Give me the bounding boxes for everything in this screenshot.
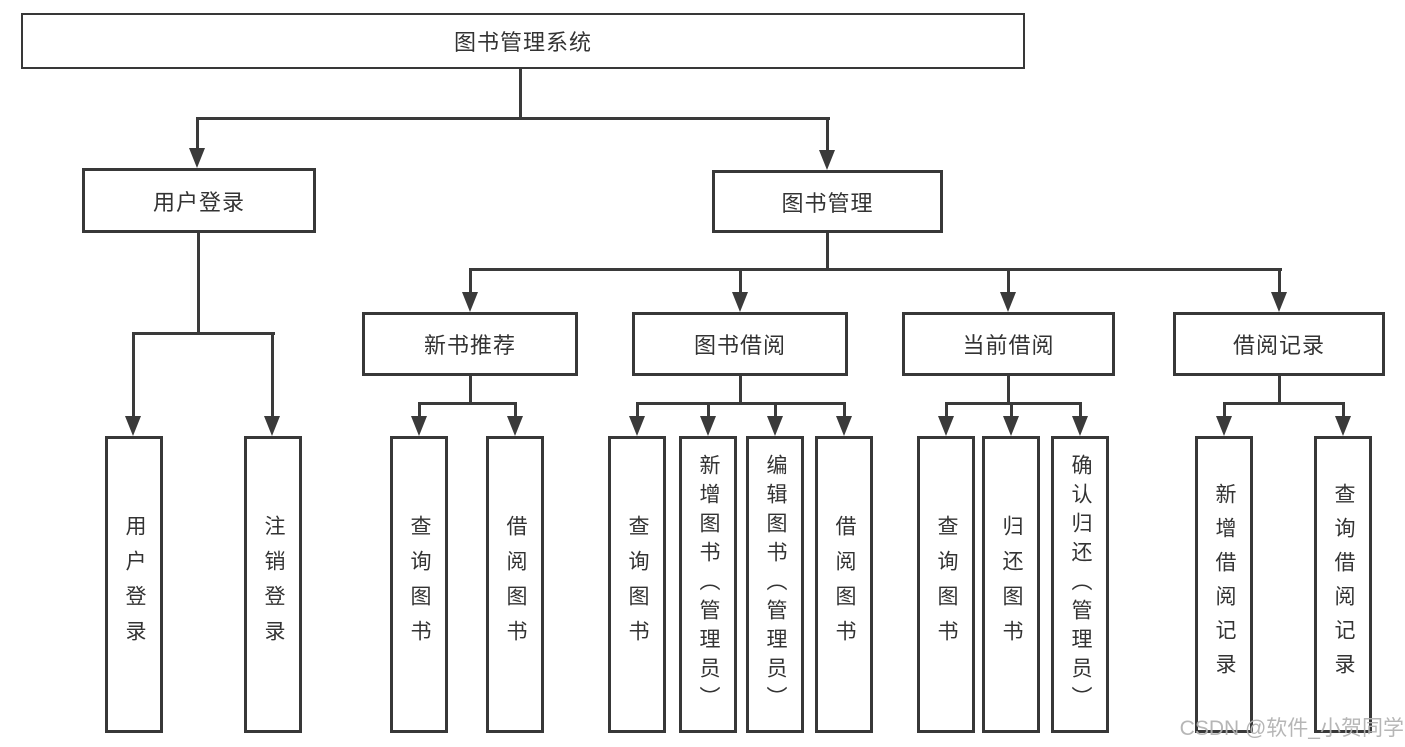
connector-line bbox=[739, 268, 742, 294]
arrow-down-icon bbox=[1335, 416, 1351, 436]
leaf-add-borrow-record: 新增借阅记录 bbox=[1195, 436, 1253, 733]
leaf-confirm-return-admin: 确认归还（管理员） bbox=[1051, 436, 1109, 733]
arrow-down-icon bbox=[507, 416, 523, 436]
connector-line bbox=[636, 402, 846, 405]
connector-line bbox=[469, 268, 1282, 271]
connector-line bbox=[196, 117, 199, 150]
leaf-label: 注销登录 bbox=[262, 514, 285, 655]
leaf-edit-book-admin: 编辑图书（管理员） bbox=[746, 436, 804, 733]
leaf-label: 查询借阅记录 bbox=[1332, 482, 1355, 687]
leaf-label: 查询图书 bbox=[408, 514, 431, 655]
node-current-borrow: 当前借阅 bbox=[902, 312, 1115, 376]
arrow-down-icon bbox=[1072, 416, 1088, 436]
leaf-label: 新增图书（管理员） bbox=[697, 454, 720, 715]
arrow-down-icon bbox=[700, 416, 716, 436]
leaf-label: 确认归还（管理员） bbox=[1069, 454, 1092, 715]
arrow-down-icon bbox=[462, 292, 478, 312]
arrow-down-icon bbox=[411, 416, 427, 436]
leaf-query-book-borrow: 查询图书 bbox=[608, 436, 666, 733]
connector-line bbox=[132, 332, 275, 335]
connector-line bbox=[1342, 402, 1345, 418]
connector-line bbox=[514, 402, 517, 418]
leaf-borrow-book-recommend: 借阅图书 bbox=[486, 436, 544, 733]
node-book-borrow: 图书借阅 bbox=[632, 312, 848, 376]
node-label: 用户登录 bbox=[152, 189, 245, 215]
connector-line bbox=[1223, 402, 1226, 418]
arrow-down-icon bbox=[1003, 416, 1019, 436]
connector-line bbox=[469, 374, 472, 405]
leaf-label: 归还图书 bbox=[1000, 514, 1023, 655]
arrow-down-icon bbox=[1216, 416, 1232, 436]
connector-line bbox=[826, 117, 829, 152]
node-label: 图书管理 bbox=[781, 190, 874, 216]
node-label: 借阅记录 bbox=[1232, 333, 1325, 358]
connector-line bbox=[418, 402, 421, 418]
connector-line bbox=[469, 268, 472, 294]
arrow-down-icon bbox=[836, 416, 852, 436]
connector-line bbox=[1010, 402, 1013, 418]
connector-line bbox=[1278, 374, 1281, 405]
connector-line bbox=[636, 402, 639, 418]
arrow-down-icon bbox=[1271, 292, 1287, 312]
leaf-return-book: 归还图书 bbox=[982, 436, 1040, 733]
connector-line bbox=[1079, 402, 1082, 418]
csdn-watermark: CSDN @软件_小贺同学 bbox=[1179, 717, 1404, 740]
leaf-logout: 注销登录 bbox=[244, 436, 302, 733]
node-label: 新书推荐 bbox=[423, 333, 516, 358]
connector-line bbox=[945, 402, 1082, 405]
node-book-management: 图书管理 bbox=[712, 170, 943, 233]
arrow-down-icon bbox=[629, 416, 645, 436]
node-label: 当前借阅 bbox=[962, 333, 1055, 358]
connector-line bbox=[707, 402, 710, 418]
connector-line bbox=[826, 231, 829, 271]
leaf-label: 借阅图书 bbox=[504, 514, 527, 655]
connector-line bbox=[1278, 268, 1281, 294]
connector-line bbox=[1007, 374, 1010, 405]
connector-line bbox=[418, 402, 517, 405]
leaf-label: 查询图书 bbox=[626, 514, 649, 655]
root-node-library-system: 图书管理系统 bbox=[21, 13, 1025, 69]
arrow-down-icon bbox=[264, 416, 280, 436]
connector-line bbox=[197, 231, 200, 335]
leaf-label: 查询图书 bbox=[935, 514, 958, 655]
leaf-label: 新增借阅记录 bbox=[1213, 482, 1236, 687]
connector-line bbox=[739, 374, 742, 405]
connector-line bbox=[196, 117, 830, 120]
leaf-borrow-book: 借阅图书 bbox=[815, 436, 873, 733]
arrow-down-icon bbox=[1000, 292, 1016, 312]
leaf-add-book-admin: 新增图书（管理员） bbox=[679, 436, 737, 733]
connector-line bbox=[271, 332, 274, 418]
arrow-down-icon bbox=[767, 416, 783, 436]
arrow-down-icon bbox=[189, 148, 205, 168]
arrow-down-icon bbox=[819, 150, 835, 170]
leaf-query-book-recommend: 查询图书 bbox=[390, 436, 448, 733]
leaf-label: 编辑图书（管理员） bbox=[764, 454, 787, 715]
connector-line bbox=[843, 402, 846, 418]
leaf-label: 用户登录 bbox=[123, 514, 146, 655]
arrow-down-icon bbox=[732, 292, 748, 312]
arrow-down-icon bbox=[938, 416, 954, 436]
connector-line bbox=[774, 402, 777, 418]
connector-line bbox=[132, 332, 135, 418]
node-label: 图书借阅 bbox=[693, 333, 786, 358]
node-new-book-recommend: 新书推荐 bbox=[362, 312, 578, 376]
arrow-down-icon bbox=[125, 416, 141, 436]
node-user-login: 用户登录 bbox=[82, 168, 316, 233]
node-label: 图书管理系统 bbox=[453, 30, 592, 55]
connector-line bbox=[1007, 268, 1010, 294]
node-borrow-records: 借阅记录 bbox=[1173, 312, 1385, 376]
leaf-query-book-current: 查询图书 bbox=[917, 436, 975, 733]
leaf-query-borrow-record: 查询借阅记录 bbox=[1314, 436, 1372, 733]
leaf-label: 借阅图书 bbox=[833, 514, 856, 655]
leaf-user-login: 用户登录 bbox=[105, 436, 163, 733]
connector-line bbox=[945, 402, 948, 418]
connector-line bbox=[1223, 402, 1345, 405]
connector-line bbox=[519, 67, 522, 120]
